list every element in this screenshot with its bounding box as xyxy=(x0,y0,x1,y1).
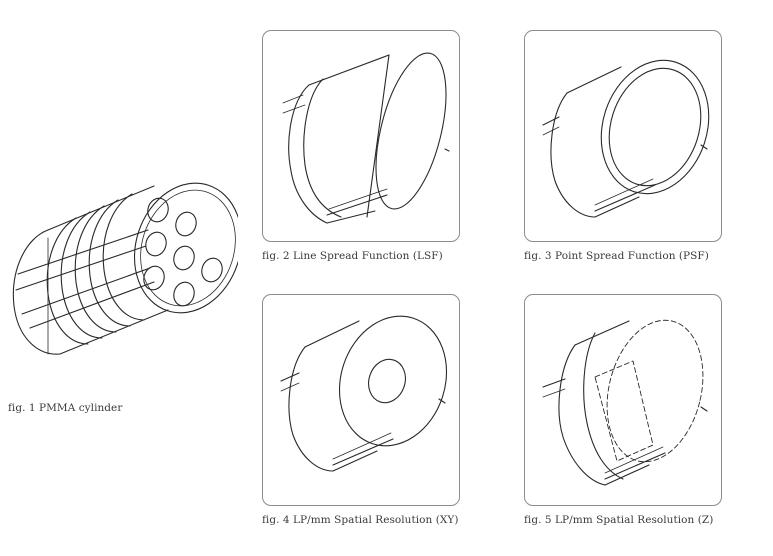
lsf-insert-drawing-icon xyxy=(282,52,450,224)
psf-insert-drawing-icon xyxy=(542,59,710,218)
z-resolution-insert-drawing-icon xyxy=(542,319,708,486)
pmma-cylinder-figure xyxy=(8,178,238,378)
lsf-figure-panel xyxy=(262,30,460,242)
fig2-caption: fig. 2 Line Spread Function (LSF) xyxy=(262,250,443,262)
fig4-caption: fig. 4 LP/mm Spatial Resolution (XY) xyxy=(262,514,459,526)
z-resolution-figure-panel xyxy=(524,294,722,506)
xy-resolution-figure-panel xyxy=(262,294,460,506)
fig5-caption: fig. 5 LP/mm Spatial Resolution (Z) xyxy=(524,514,714,526)
fig3-caption: fig. 3 Point Spread Function (PSF) xyxy=(524,250,709,262)
xy-resolution-insert-drawing-icon xyxy=(280,315,448,472)
psf-figure-panel xyxy=(524,30,722,242)
pmma-cylinder-drawing-icon xyxy=(12,182,238,355)
fig1-caption: fig. 1 PMMA cylinder xyxy=(8,402,123,414)
